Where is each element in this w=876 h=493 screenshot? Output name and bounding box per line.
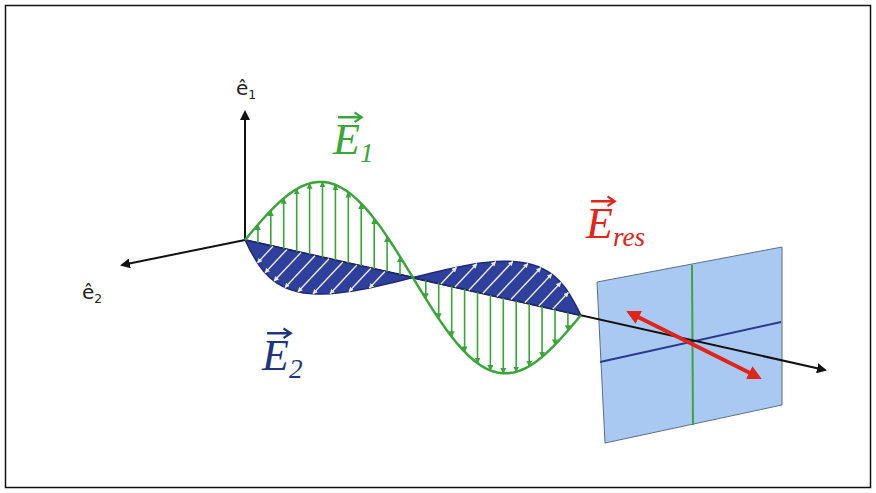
e2-field-vector [441, 267, 457, 284]
field-label: E1 [333, 118, 374, 167]
e1-field-vector [322, 182, 324, 258]
e2-field-vector [285, 256, 315, 288]
e1-field-vector [567, 312, 569, 330]
e1-wave [245, 182, 581, 373]
e1-field-vector [309, 183, 311, 254]
e1-field-vector [360, 204, 362, 267]
symbol-subscript: res [613, 222, 645, 252]
axis-label: ê2 [82, 282, 102, 305]
vector-arrow-stroke [591, 197, 615, 206]
symbol-letter: ê [236, 76, 248, 100]
e1-field-vector [399, 257, 401, 275]
e2-field-vector [274, 253, 301, 282]
e1-field-vector [283, 198, 285, 248]
vector-arrow [587, 193, 618, 207]
screen-plane [597, 247, 782, 443]
e1-field-vector [347, 192, 349, 263]
e1-field-vector [425, 281, 427, 299]
e1-field-vector [257, 225, 259, 243]
vector-arrow [263, 325, 294, 339]
frame-border [6, 6, 871, 488]
symbol-letter: ê [82, 280, 94, 304]
resultant-label: Eres [586, 202, 645, 251]
e2-field-vector [258, 246, 274, 262]
e1-field-vector [386, 237, 388, 272]
e2-field-vector [330, 265, 357, 294]
e1-field-vector [451, 286, 453, 336]
e1-field-vector [541, 307, 543, 357]
e1-field-vector [490, 295, 492, 371]
axis-label: ê1 [236, 78, 256, 101]
e1-field-vector [515, 301, 517, 372]
e2-field-vector [298, 259, 329, 292]
e2-field-vector [369, 271, 385, 288]
e2-field-vector [525, 274, 552, 303]
e2-field-vector [539, 283, 561, 306]
e2-field-vector [313, 262, 343, 294]
e1-field-vector [554, 310, 556, 345]
symbol-subscript: 1 [360, 138, 374, 168]
e1-field-vector [477, 292, 479, 363]
symbol-subscript: 2 [94, 291, 102, 306]
e2-field-vector [497, 264, 528, 297]
e2-axis [122, 240, 245, 265]
field-label: E2 [262, 334, 303, 383]
e2-field-vector [483, 261, 513, 293]
e1-field-vector [335, 185, 337, 260]
vector-arrow-stroke [267, 329, 291, 338]
e2-field-vector [469, 262, 496, 291]
e1-field-vector [528, 304, 530, 367]
e1-axis [244, 112, 246, 241]
e1-field-vector [296, 189, 298, 252]
propagation-axis [245, 240, 825, 370]
e1-field-vector [502, 298, 504, 373]
e2-field-vector [553, 293, 569, 310]
e1-field-vector [373, 219, 375, 269]
e1-field-vector [270, 211, 272, 246]
e1-field-vector [438, 283, 440, 318]
e1-field-vector [464, 289, 466, 352]
symbol-subscript: 2 [289, 354, 303, 384]
vector-arrow-stroke [338, 113, 362, 122]
symbol-subscript: 1 [248, 87, 256, 102]
vector-arrow [334, 109, 365, 123]
e2-field-vector [265, 249, 287, 272]
e2-field-vector [511, 268, 541, 300]
e1-wave-curve [245, 182, 581, 373]
e2-field-vector [455, 264, 477, 287]
resultant-field-arrow [630, 313, 758, 377]
e2-field-vector [349, 268, 371, 291]
